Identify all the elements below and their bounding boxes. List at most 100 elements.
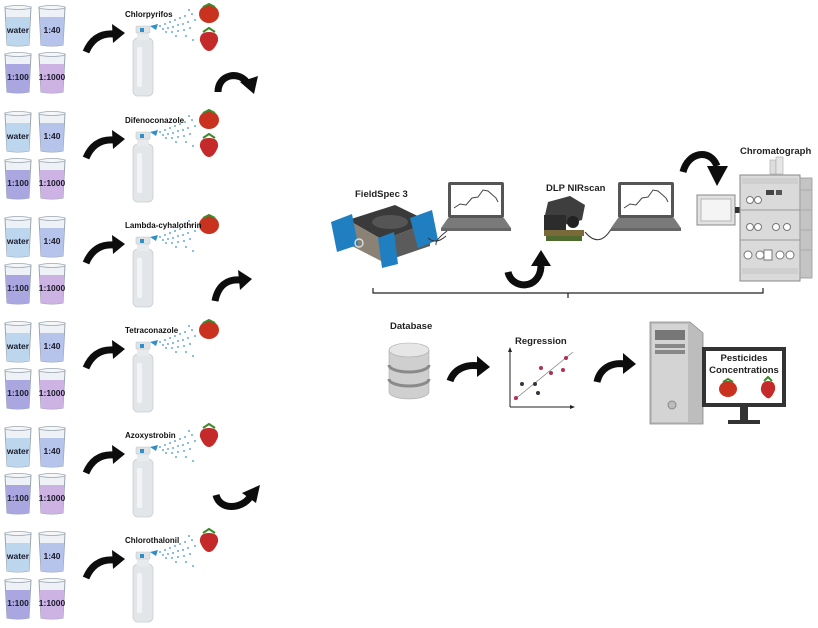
database-icon <box>387 342 431 400</box>
beaker-label: water <box>6 551 30 561</box>
row-graphics <box>82 318 219 413</box>
beaker-icon <box>4 52 32 94</box>
tomato-icon <box>199 108 219 129</box>
strawberry-icon <box>199 422 219 447</box>
beaker-label: 1:40 <box>43 551 61 561</box>
beaker: 1:100 <box>3 52 33 94</box>
beaker-label: 1:100 <box>7 388 29 398</box>
beaker-icon <box>38 158 66 200</box>
spray-mist-icon <box>159 535 196 567</box>
spray-bottle-icon <box>132 445 158 518</box>
beaker-icon <box>38 473 66 515</box>
beaker-label: water <box>6 25 30 35</box>
beaker-label: 1:40 <box>43 25 61 35</box>
fieldspec-label: FieldSpec 3 <box>355 189 408 200</box>
spray-mist-icon <box>159 430 196 462</box>
chromatograph-icon <box>696 156 813 282</box>
nirscan-label: DLP NIRscan <box>546 183 606 194</box>
strawberry-icon <box>199 26 219 51</box>
beaker-icon <box>38 216 66 258</box>
beaker: 1:40 <box>37 321 67 363</box>
beaker-icon <box>4 368 32 410</box>
beaker-icon <box>38 531 66 573</box>
beaker-icon <box>4 5 32 47</box>
arrow-to-sprayer-icon <box>82 550 125 580</box>
beaker-icon <box>4 426 32 468</box>
spray-bottle-icon <box>132 340 158 413</box>
pesticide-label: Chlorpyrifos <box>125 10 173 19</box>
spray-bottle-icon <box>132 235 158 308</box>
beaker-icon <box>38 5 66 47</box>
beaker-label: 1:100 <box>7 72 29 82</box>
beaker: water <box>3 216 33 258</box>
beaker: 1:100 <box>3 578 33 620</box>
beaker: 1:40 <box>37 5 67 47</box>
beaker-icon <box>38 111 66 153</box>
arrow-to-instruments-icon <box>211 270 252 302</box>
beaker: water <box>3 5 33 47</box>
result-line-2: Concentrations <box>709 365 779 376</box>
pesticide-label: Azoxystrobin <box>125 431 176 440</box>
beaker-label: 1:1000 <box>38 72 66 82</box>
beaker-icon <box>38 426 66 468</box>
beaker: 1:1000 <box>37 473 67 515</box>
beaker: water <box>3 111 33 153</box>
strawberry-icon <box>199 527 219 552</box>
laptop-2-icon <box>611 182 681 231</box>
beaker-icon <box>38 368 66 410</box>
strawberry-icon <box>199 132 219 157</box>
pesticide-label: Difenoconazole <box>125 116 185 125</box>
pesticide-row: water 1:40 1:100 1:1000 Azoxystrobin <box>0 422 270 523</box>
beaker-icon <box>4 111 32 153</box>
beaker: 1:100 <box>3 368 33 410</box>
spray-mist-icon <box>159 115 196 147</box>
beaker-icon <box>4 531 32 573</box>
beaker: 1:1000 <box>37 263 67 305</box>
tomato-icon <box>199 318 219 339</box>
spray-mist-icon <box>159 220 196 252</box>
row-graphics <box>82 527 219 623</box>
arrow-to-sprayer-icon <box>82 445 125 475</box>
beaker-icon <box>4 216 32 258</box>
beaker: water <box>3 426 33 468</box>
beaker-label: water <box>6 341 30 351</box>
fieldspec-device-icon <box>331 205 447 268</box>
beaker: 1:40 <box>37 426 67 468</box>
beaker-label: water <box>6 236 30 246</box>
beaker-label: 1:100 <box>7 283 29 293</box>
beaker-icon <box>4 321 32 363</box>
regression-plot-icon <box>508 347 575 409</box>
beaker: 1:1000 <box>37 158 67 200</box>
arrow-to-chromatograph-icon <box>679 151 728 186</box>
spray-bottle-icon <box>132 130 158 203</box>
nirscan-device-icon <box>544 196 614 241</box>
tomato-icon <box>199 2 219 23</box>
arrow-up-nirscan-icon <box>504 250 551 289</box>
beaker-label: 1:40 <box>43 446 61 456</box>
beaker-icon <box>4 578 32 620</box>
beaker-label: 1:1000 <box>38 493 66 503</box>
row-graphics <box>82 108 219 203</box>
monitor-icon <box>702 347 786 424</box>
beaker-label: 1:100 <box>7 598 29 608</box>
tomato-icon <box>199 213 219 234</box>
beaker-icon <box>4 473 32 515</box>
beaker-icon <box>38 52 66 94</box>
beaker: 1:100 <box>3 263 33 305</box>
instruments-bracket <box>372 288 764 298</box>
beaker-label: 1:40 <box>43 341 61 351</box>
beaker-label: 1:1000 <box>38 178 66 188</box>
computer-tower-icon <box>649 321 704 425</box>
spray-bottle-icon <box>132 24 158 97</box>
beaker: 1:1000 <box>37 368 67 410</box>
beaker-label: 1:100 <box>7 493 29 503</box>
beaker-label: 1:100 <box>7 178 29 188</box>
pesticide-label: Lambda-cyhalothrin <box>125 221 202 230</box>
arrow-to-instruments-icon <box>212 485 260 510</box>
spray-mist-icon <box>159 9 196 41</box>
beaker: water <box>3 321 33 363</box>
